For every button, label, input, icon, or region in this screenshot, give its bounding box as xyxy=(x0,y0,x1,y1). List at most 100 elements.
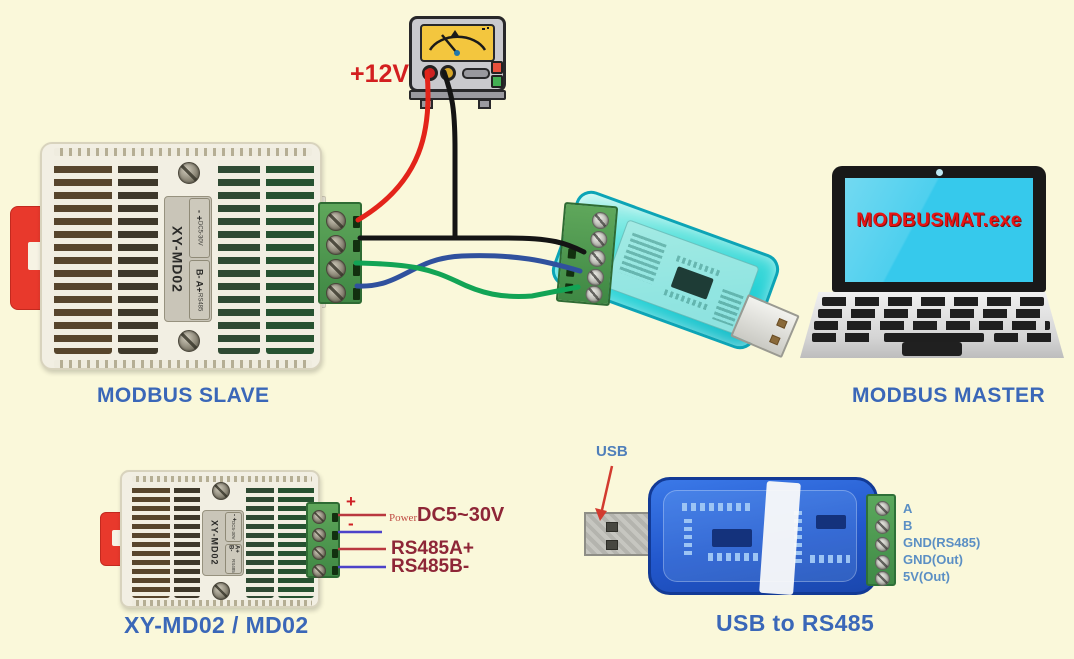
usb-pointer-arrow xyxy=(600,465,614,511)
slave-terminal-block xyxy=(318,202,362,304)
analog-meter xyxy=(420,24,495,62)
case-screw xyxy=(178,330,200,352)
cyan-converter-terminal xyxy=(555,201,619,307)
terminal-screw xyxy=(875,519,890,534)
nameplate-power-cell: - + DC5-30V xyxy=(225,512,242,542)
pcb-pads xyxy=(794,511,802,567)
usb-metal-plug xyxy=(584,512,650,556)
rs485b-label: RS485B- xyxy=(391,556,470,577)
usb-rs485-converter xyxy=(648,477,878,596)
terminal-screw xyxy=(589,230,609,249)
pcb-pads xyxy=(682,503,752,511)
pcb-pads xyxy=(708,553,760,561)
usb-plug-contact xyxy=(769,334,781,346)
psu-foot xyxy=(478,99,491,109)
sensor-caption: XY-MD02 / MD02 xyxy=(124,612,309,638)
converter-pcb xyxy=(603,219,760,335)
rs485-sub-text: RS485 xyxy=(231,559,236,573)
terminal-screw xyxy=(875,571,890,586)
vent-slats xyxy=(266,160,314,354)
rs485-pins-text: B- A+ xyxy=(194,269,205,293)
voltage-label: +12V xyxy=(350,60,410,88)
keyboard-row xyxy=(818,309,1046,318)
terminal-screw xyxy=(312,546,326,560)
terminal-screw xyxy=(312,528,326,542)
laptop: MODBUSMAT.exe xyxy=(800,166,1064,358)
terminal-screw xyxy=(591,211,610,230)
wire-slot xyxy=(565,266,575,277)
terminal-screw xyxy=(326,235,346,255)
wire-slot xyxy=(332,531,338,540)
wire-slot xyxy=(332,513,338,522)
pin-label-b: B xyxy=(903,518,913,533)
pcb-chip xyxy=(816,515,846,529)
wire-rs485-a-green xyxy=(353,260,581,299)
terminal-screw xyxy=(584,285,604,304)
vent-slats xyxy=(118,160,158,354)
terminal-screw xyxy=(326,211,346,231)
wire-slot xyxy=(564,283,574,294)
terminal-screw xyxy=(312,510,326,524)
usb-plug-hole xyxy=(606,522,618,532)
power-prefix-label: Power xyxy=(389,512,418,524)
slave-caption: MODBUS SLAVE xyxy=(97,384,270,407)
keyboard-row xyxy=(822,297,1044,306)
rs485a-label: RS485A+ xyxy=(391,538,474,559)
pcb-pads xyxy=(810,555,850,563)
wire-slot xyxy=(353,264,360,276)
pcb-pads xyxy=(684,519,692,559)
usb-plug-hole xyxy=(606,540,618,550)
power-sub-text: DC5-30V xyxy=(196,221,203,246)
terminal-screw xyxy=(875,501,890,516)
vent-teeth xyxy=(54,148,312,156)
terminal-screw xyxy=(587,249,607,268)
rs485-sub-text: RS485 xyxy=(196,292,203,311)
modbus-slave-device: XY-MD02 - + DC5-30V B- A+ RS485 xyxy=(40,142,322,370)
case-screw xyxy=(178,162,200,184)
device-nameplate-small: XY-MD02 - + DC5-30V B- A+ RS485 xyxy=(202,510,244,576)
meter-needle-icon xyxy=(428,27,489,56)
wire-rs485-b-blue xyxy=(354,253,583,289)
vent-slats xyxy=(246,484,274,598)
nameplate-cells: - + DC5-30V B- A+ RS485 xyxy=(225,512,242,574)
terminal-screw xyxy=(312,564,326,578)
pin-label-5v-out: 5V(Out) xyxy=(903,569,950,584)
minus-label: - xyxy=(348,514,354,533)
terminal-screw xyxy=(586,268,605,287)
wire-slot xyxy=(332,549,338,558)
terminal-screw xyxy=(326,283,346,303)
wire-slot xyxy=(332,566,338,575)
rs485-pins-text: B- A+ xyxy=(227,545,240,553)
nameplate-cells: - + DC5-30V B- A+ RS485 xyxy=(189,198,210,320)
vent-slats xyxy=(218,160,260,354)
power-supply-body xyxy=(409,16,506,92)
laptop-screen: MODBUSMAT.exe xyxy=(845,178,1033,282)
screen-app-title: MODBUSMAT.exe xyxy=(856,210,1022,231)
nameplate-model: XY-MD02 xyxy=(169,225,186,293)
vent-slats xyxy=(132,484,170,598)
sensor-terminal-block-small xyxy=(306,502,340,578)
converter-caption: USB to RS485 xyxy=(716,610,875,636)
wire-slot xyxy=(353,216,360,228)
psu-display-slot xyxy=(462,68,490,79)
usb-label: USB xyxy=(596,443,628,460)
nameplate-power-cell: - + DC5-30V xyxy=(189,198,210,258)
sensor-device-small: XY-MD02 - + DC5-30V B- A+ RS485 xyxy=(120,470,320,608)
vent-slats xyxy=(54,160,112,354)
webcam-icon xyxy=(936,169,943,176)
spacebar-key xyxy=(884,333,984,342)
laptop-base xyxy=(800,292,1064,358)
power-range-label: DC5~30V xyxy=(417,504,505,526)
plus-label: + xyxy=(346,492,356,511)
negative-terminal xyxy=(440,65,456,81)
pcb-chip xyxy=(712,529,752,547)
vent-teeth xyxy=(132,600,312,606)
case-screw xyxy=(212,582,230,600)
keyboard-row xyxy=(812,333,874,342)
power-supply xyxy=(409,16,506,111)
wire-slot xyxy=(567,248,577,260)
power-sub-text: DC5-30V xyxy=(231,521,236,540)
terminal-screw xyxy=(875,537,890,552)
wire-slot xyxy=(353,240,360,252)
nameplate-rs485-cell: B- A+ RS485 xyxy=(189,260,210,320)
